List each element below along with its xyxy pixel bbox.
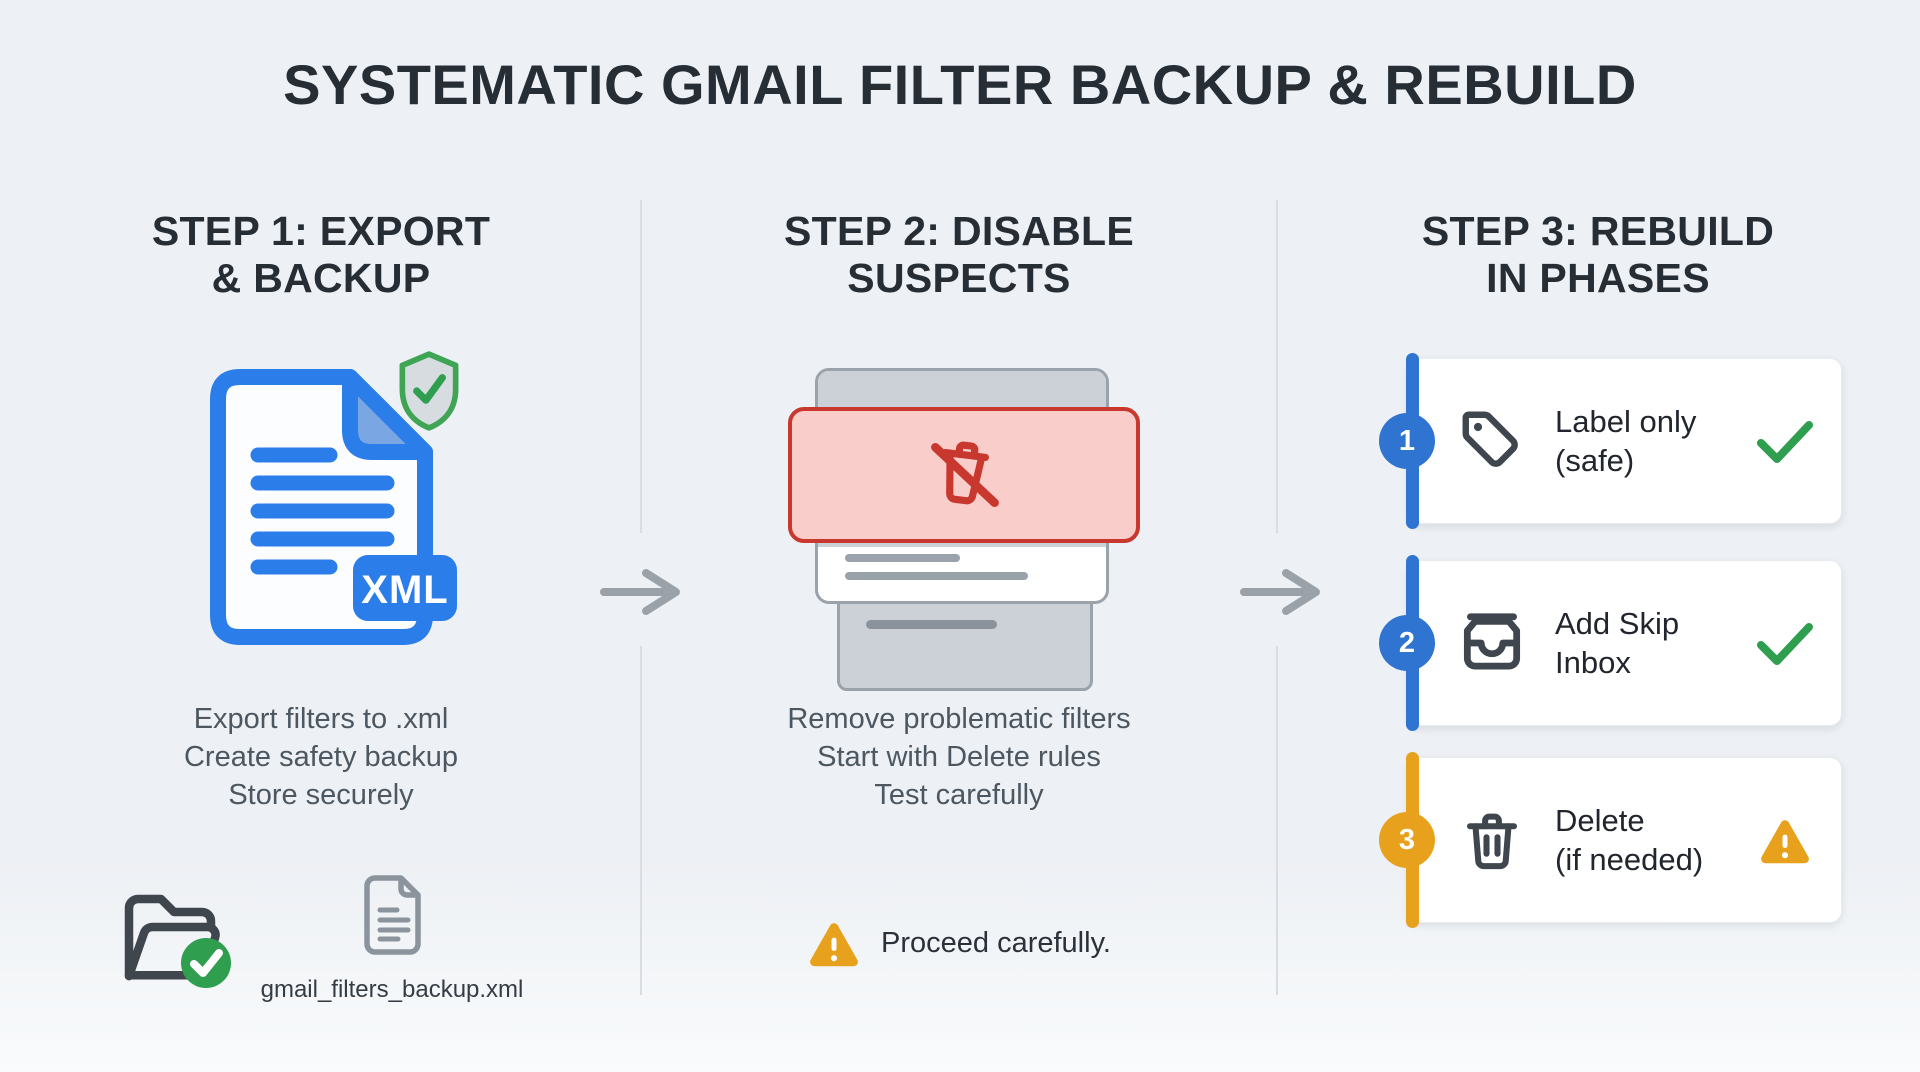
phase-card-label-only: 1 Label only (safe) [1379, 353, 1842, 529]
page-title: SYSTEMATIC GMAIL FILTER BACKUP & REBUILD [283, 53, 1637, 116]
filter-row-line [845, 554, 960, 562]
caption-line: Create safety backup [183, 741, 459, 773]
step3-heading-line1: STEP 3: REBUILD [1421, 208, 1775, 254]
filter-row-line [866, 620, 997, 629]
backup-file-icon [364, 875, 421, 955]
disabled-filter-banner [788, 407, 1140, 543]
step2-heading-line2: SUSPECTS [847, 255, 1071, 301]
svg-text:XML: XML [361, 568, 448, 612]
shield-check-icon [399, 351, 459, 431]
column-divider [640, 200, 642, 533]
phase-label: Label only (safe) [1555, 404, 1697, 478]
trash-disabled-icon [931, 441, 999, 508]
check-icon [1755, 416, 1815, 466]
step1-heading: STEP 1: EXPORT & BACKUP [0, 208, 642, 302]
filter-row-line [845, 572, 1028, 580]
phase-label: Delete (if needed) [1555, 803, 1704, 877]
caption-line: Export filters to .xml [193, 703, 449, 735]
column-divider [1276, 646, 1278, 995]
warning-triangle-icon [1755, 815, 1815, 865]
step1-captions: Export filters to .xml Create safety bac… [0, 700, 642, 814]
phase-label: Add Skip Inbox [1555, 606, 1680, 680]
step1-heading-line2: & BACKUP [211, 255, 431, 301]
arrow-right-icon [600, 569, 680, 615]
column-divider [640, 646, 642, 995]
check-icon [1755, 618, 1815, 668]
phase-number-badge: 3 [1379, 812, 1435, 868]
warning-text: Proceed carefully. [881, 926, 1111, 959]
step2-heading-line1: STEP 2: DISABLE [783, 208, 1135, 254]
step1-heading-line1: STEP 1: EXPORT [151, 208, 491, 254]
phase-card-skip-inbox: 2 Add Skip Inbox [1379, 555, 1842, 731]
trash-icon [1455, 805, 1529, 875]
step2-heading: STEP 2: DISABLE SUSPECTS [642, 208, 1276, 302]
xml-badge: XML [353, 555, 457, 621]
step3-heading: STEP 3: REBUILD IN PHASES [1276, 208, 1920, 302]
caption-line: Remove problematic filters [787, 703, 1131, 735]
caption-line: Start with Delete rules [817, 741, 1101, 773]
xml-document-icon: XML [210, 369, 457, 645]
folder-check-icon [124, 894, 231, 988]
arrow-right-icon [1240, 569, 1320, 615]
phase-number-badge: 1 [1379, 413, 1435, 469]
phase-number-badge: 2 [1379, 615, 1435, 671]
inbox-icon [1455, 606, 1529, 680]
caption-line: Store securely [228, 779, 414, 811]
column-divider [1276, 200, 1278, 533]
step3-heading-line2: IN PHASES [1486, 255, 1710, 301]
backup-file-name: gmail_filters_backup.xml [260, 976, 524, 1003]
filter-list-illustration [780, 355, 1145, 691]
document-text-lines [250, 447, 395, 575]
step2-captions: Remove problematic filters Start with De… [642, 700, 1276, 814]
phase-card-delete: 3 Delete (if needed) [1379, 752, 1842, 928]
warning-note: Proceed carefully. [642, 918, 1276, 968]
warning-triangle-icon [810, 923, 858, 967]
caption-line: Test carefully [874, 779, 1044, 811]
tag-icon [1455, 406, 1529, 476]
